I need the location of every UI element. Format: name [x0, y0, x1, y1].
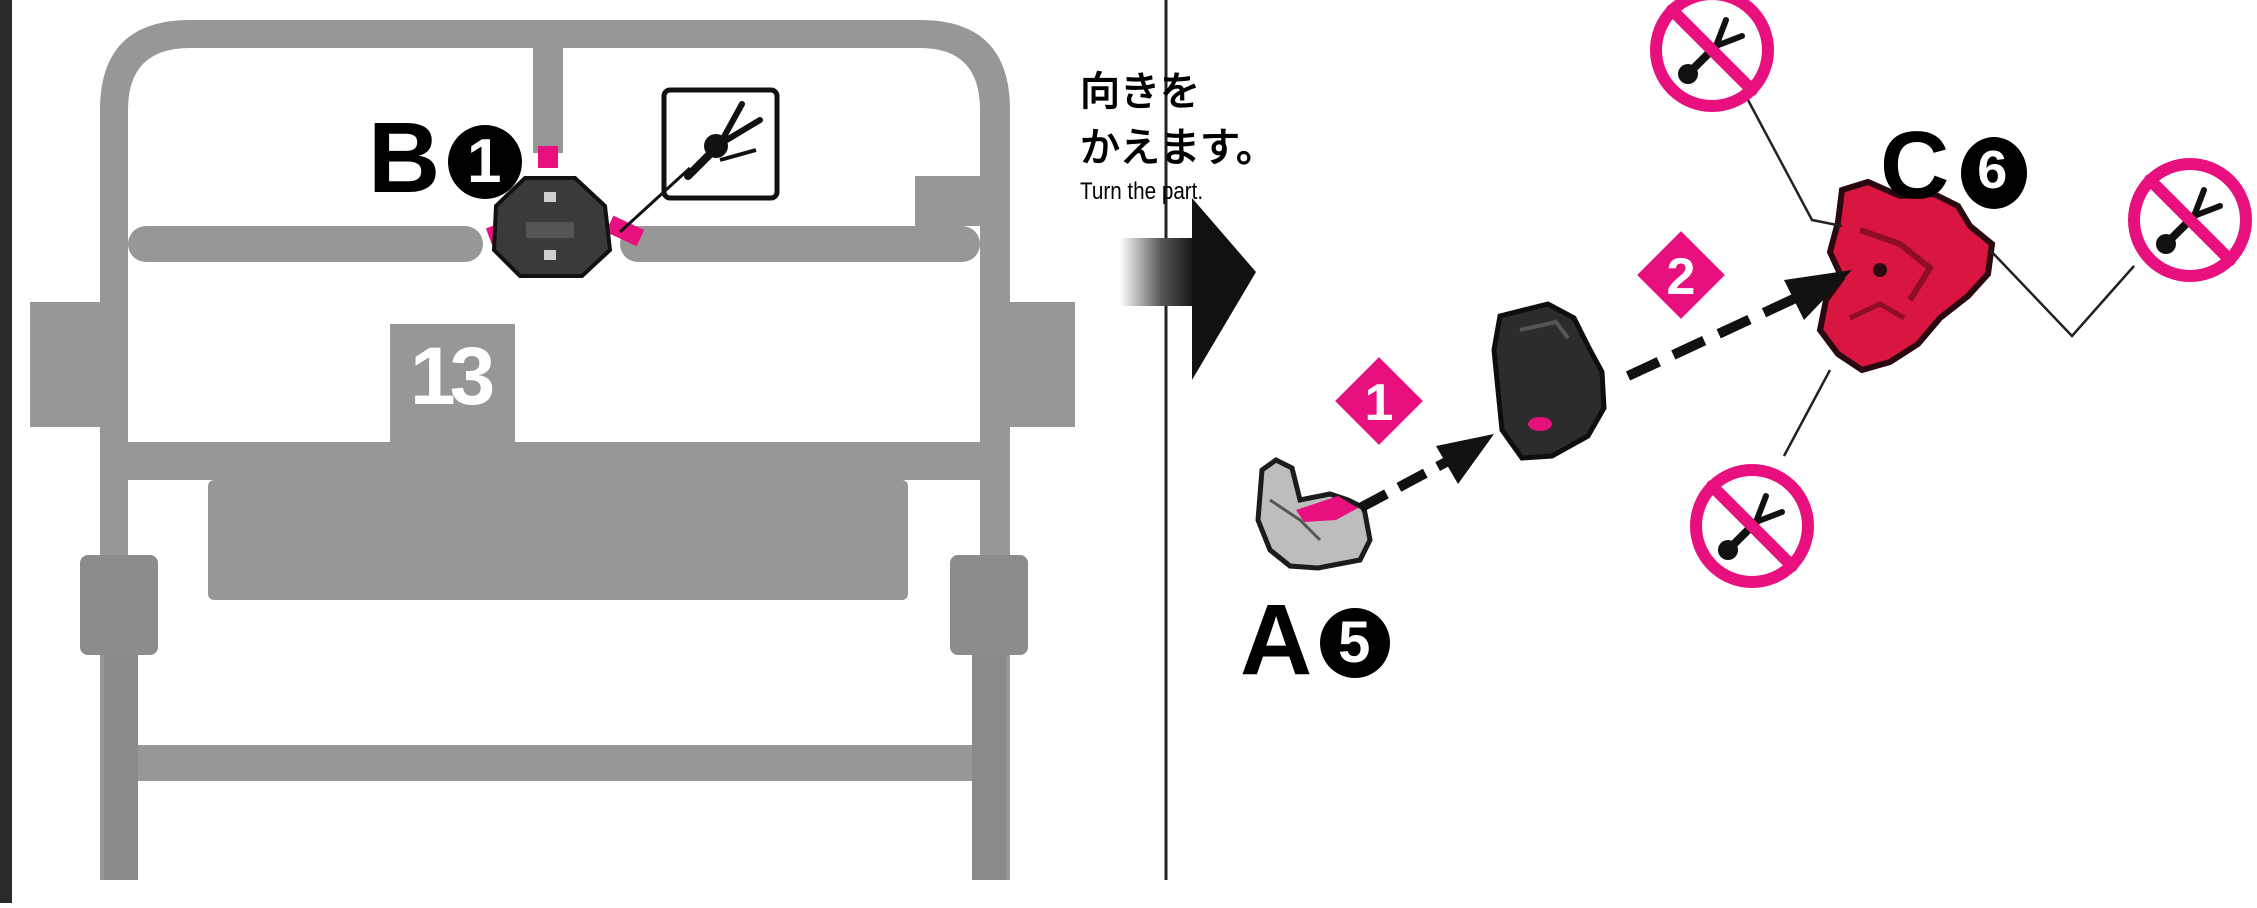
step-number-2: 2 — [1667, 248, 1696, 306]
part-c6-letter: C — [1880, 112, 1954, 219]
runner-right-ear — [1010, 302, 1075, 427]
direction-arrow — [1120, 198, 1256, 380]
runner-bottom-bar — [128, 745, 980, 781]
runner-right-post — [972, 655, 1006, 880]
gate-mark-top — [538, 146, 558, 168]
part-b1-on-runner — [485, 146, 645, 278]
step-marker-2: 2 — [1637, 231, 1725, 319]
runner-top-gate — [533, 48, 563, 153]
part-c6-number: 6 — [1961, 137, 2028, 209]
runner-right-tab — [915, 176, 980, 226]
runner-number-tag — [390, 324, 515, 442]
no-cut-icon — [1656, 0, 1768, 106]
instruction-jp-line2: かえます。 — [1080, 126, 1276, 170]
runner-right-block — [950, 555, 1028, 655]
runner-left-block — [80, 555, 158, 655]
part-b1-number: 1 — [448, 125, 523, 199]
warning-leader-lines — [1746, 99, 2135, 457]
no-cut-icon — [2134, 164, 2246, 276]
no-cut-icon — [1696, 470, 1808, 582]
instruction-en: Turn the part. — [1080, 178, 1204, 205]
nipper-pointer-line — [618, 166, 692, 234]
runner-plate — [208, 480, 908, 600]
step-marker-1: 1 — [1335, 357, 1423, 445]
step-number-1: 1 — [1365, 374, 1394, 432]
runner-left-post — [104, 655, 138, 880]
part-b1-letter: B — [368, 102, 443, 214]
part-a5 — [1255, 457, 1373, 571]
assembly-arrow-2 — [1625, 270, 1852, 381]
nipper-icon — [661, 87, 780, 201]
runner-mid-bar — [100, 442, 1010, 480]
part-a5-letter: A — [1240, 584, 1315, 696]
left-frame-strip — [0, 0, 12, 903]
gate-mark-right — [605, 215, 645, 247]
part-a5-number: 5 — [1320, 608, 1391, 678]
runner-number: 13 — [410, 331, 495, 422]
runner-left-gate — [128, 226, 483, 262]
runner-right-gate — [620, 226, 980, 262]
runner-frame — [30, 20, 1075, 880]
assembly-arrow-1 — [1357, 434, 1494, 513]
part-b1-assembly — [1491, 301, 1607, 461]
runner-left-ear — [30, 302, 100, 427]
instruction-jp-line1: 向きを — [1080, 70, 1200, 114]
